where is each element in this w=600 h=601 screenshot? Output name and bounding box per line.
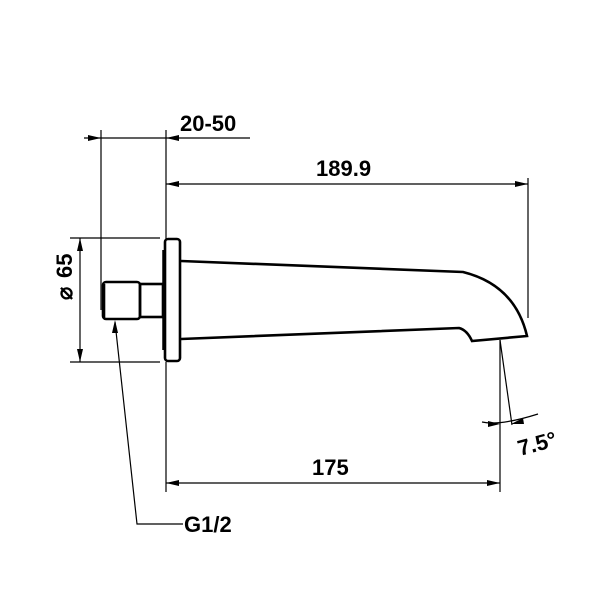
dimension-overall-length: 189.9 bbox=[166, 156, 528, 187]
spout-body bbox=[180, 259, 529, 343]
dimension-wall-offset: 20-50 bbox=[84, 111, 250, 141]
thread-connector bbox=[101, 280, 165, 321]
rosette bbox=[162, 237, 182, 363]
dimension-label-wall-offset: 20-50 bbox=[180, 111, 236, 136]
dimension-label-outlet-angle: 7.5° bbox=[515, 426, 560, 460]
dimension-rosette-diameter: ⌀ 65 bbox=[52, 238, 83, 362]
dimension-label-thread-size: G1/2 bbox=[184, 512, 232, 537]
dimension-projection-length: 175 bbox=[166, 455, 500, 486]
dimension-label-overall-length: 189.9 bbox=[316, 156, 371, 181]
diameter-symbol: ⌀ bbox=[52, 286, 77, 300]
dimension-label-rosette-diameter: 65 bbox=[52, 254, 77, 278]
thread-size-callout: G1/2 bbox=[112, 320, 232, 537]
dimension-label-projection-length: 175 bbox=[312, 455, 349, 480]
dimension-outlet-angle: 7.5° bbox=[481, 339, 560, 461]
